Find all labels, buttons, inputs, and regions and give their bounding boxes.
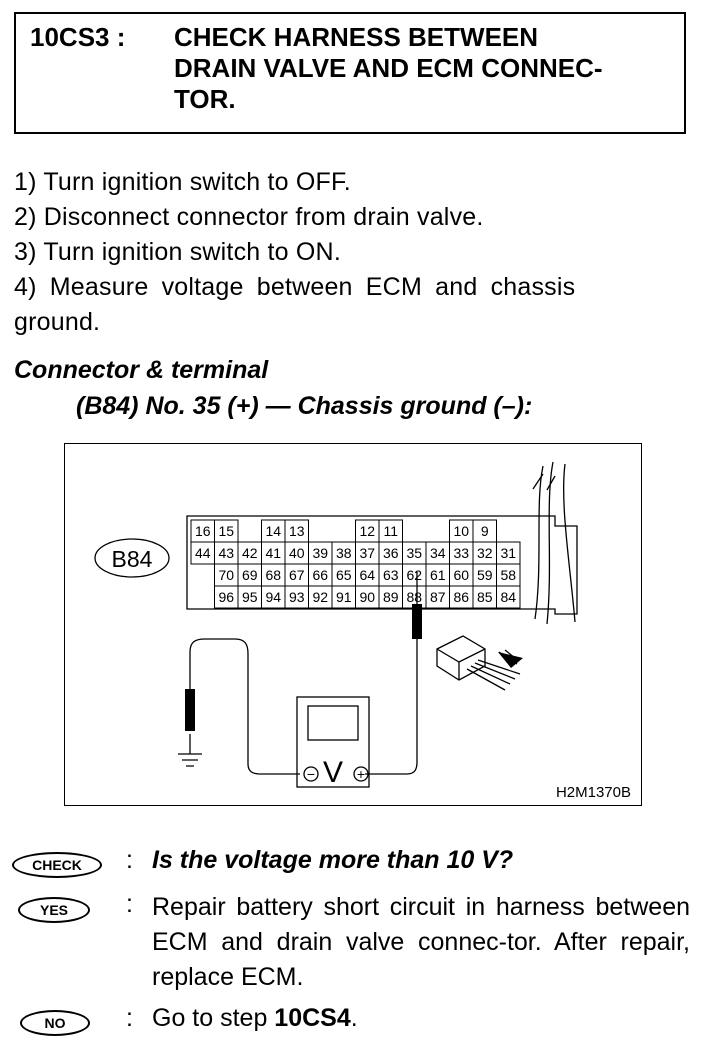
pin-number: 13 [289,523,305,539]
pin-cell [191,564,215,586]
procedure-step-1: 1) Turn ignition switch to OFF. [14,168,351,196]
pin-number: 66 [312,567,328,583]
pin-cell [238,520,262,542]
pin-number: 11 [383,523,398,539]
pin-number: 65 [336,567,352,583]
pin-number: 84 [500,589,516,605]
connector-pin-grid: 16 15 14 13 12 11 10 9 44 43 42 41 40 39 38 37 36 35 34 33 3… [190,519,521,609]
pin-number: 60 [453,567,469,583]
pin-number: 95 [242,589,258,605]
pin-number: 87 [430,589,446,605]
pin-number: 40 [289,545,305,561]
pin-cell [191,586,215,608]
pin-number: 86 [453,589,469,605]
pin-number: 92 [312,589,328,605]
voltmeter-symbol: V [323,756,343,789]
pin-number: 96 [218,589,234,605]
procedure-step-4: 4) Measure voltage between ECM and chass… [14,273,690,302]
pin-number: 33 [453,545,469,561]
pin-number: 16 [195,523,211,539]
step-title-line-3: TOR. [174,84,236,114]
pin-number: 64 [359,567,375,583]
procedure-step-2: 2) Disconnect connector from drain valve… [14,203,484,231]
pin-cell [403,520,427,542]
step-title-line-2: DRAIN VALVE AND ECM CONNEC- [174,53,603,83]
pin-number: 36 [383,545,399,561]
no-answer-step: 10CS4 [274,1004,351,1032]
yes-badge: YES [18,897,90,923]
pin-cell [332,520,356,542]
wiring-diagram: B84 V − + 16 15 14 13 12 11 10 9 44 43 42 41 40 39 38 3… [64,443,642,806]
procedure-step-3: 3) Turn ignition switch to ON. [14,238,341,266]
meter-plus-terminal: + [357,766,365,782]
pin-number: 38 [336,545,352,561]
pin-number: 85 [477,589,493,605]
pin-number: 62 [406,567,422,583]
pin-number: 14 [265,523,281,539]
pin-number: 88 [406,589,422,605]
connector-terminal-heading: Connector & terminal [14,356,269,384]
pin-number: 43 [218,545,234,561]
yes-colon: : [126,890,133,918]
diagram-svg: B84 V − + 16 15 14 13 12 11 10 9 44 43 42 41 40 39 38 3… [94,461,578,789]
pin-number: 59 [477,567,493,583]
pin-number: 37 [359,545,375,561]
procedure-step-4-cont: ground. [14,308,101,336]
procedure-step-4-text: 4) Measure voltage between ECM and chass… [14,273,576,301]
pin-number: 93 [289,589,305,605]
pin-number: 34 [430,545,446,561]
no-answer-prefix: Go to step [152,1004,275,1032]
pin-number: 12 [359,523,375,539]
pin-number: 9 [481,523,489,539]
pin-number: 42 [242,545,258,561]
meter-minus-terminal: − [307,766,315,782]
check-question: Is the voltage more than 10 V? [152,846,514,874]
check-colon: : [126,846,133,874]
pin-number: 39 [312,545,328,561]
pin-number: 94 [265,589,281,605]
pin-number: 44 [195,545,211,561]
no-colon: : [126,1004,133,1032]
step-title-line-1: CHECK HARNESS BETWEEN [174,22,539,52]
step-title: CHECK HARNESS BETWEEN DRAIN VALVE AND EC… [174,22,674,115]
figure-id: H2M1370B [555,784,631,801]
connector-terminal-spec: (B84) No. 35 (+) — Chassis ground (–): [76,392,533,420]
pin-number: 89 [383,589,399,605]
pin-number: 15 [218,523,234,539]
pin-number: 31 [500,545,516,561]
pin-cell [426,520,450,542]
no-badge: NO [20,1010,90,1036]
check-badge: CHECK [12,852,102,878]
step-code: 10CS3 : [30,22,126,52]
step-header-box: 10CS3 : CHECK HARNESS BETWEEN DRAIN VALV… [14,12,686,134]
pin-number: 67 [289,567,305,583]
pin-number: 91 [336,589,352,605]
pin-number: 63 [383,567,399,583]
pin-number: 90 [359,589,375,605]
yes-answer: Repair battery short circuit in harness … [152,893,690,991]
pin-number: 35 [406,545,422,561]
pin-number: 10 [453,523,469,539]
pin-cell [496,585,521,609]
connector-label-b84: B84 [112,546,153,572]
pin-number: 41 [265,545,281,561]
pin-number: 68 [265,567,281,583]
pin-number: 32 [477,545,493,561]
pin-number: 58 [500,567,516,583]
no-answer-suffix: . [350,1004,358,1032]
pin-number: 61 [430,567,446,583]
pin-number: 69 [242,567,258,583]
no-answer: Go to step 10CS4. [152,1004,358,1033]
pin-number: 70 [218,567,234,583]
pin-cell [309,520,333,542]
